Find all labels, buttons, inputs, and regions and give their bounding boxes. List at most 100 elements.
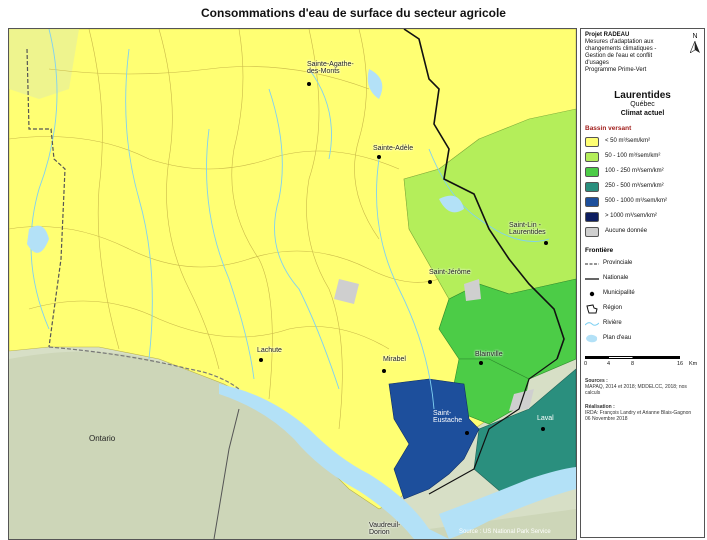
municipality-dot[interactable] [541, 427, 545, 431]
legend-class-label: < 50 m³/sem/km² [605, 138, 651, 144]
scale-bar-graphic [585, 356, 680, 359]
rivers [30, 29, 550, 410]
legend-swatch [585, 166, 599, 177]
satellite-texture [9, 351, 576, 539]
legend-class-label: 50 - 100 m³/sem/km² [605, 153, 661, 159]
legend-frontier-label: Rivière [603, 320, 622, 326]
provincial-line-icon [585, 259, 599, 269]
place-label[interactable]: Laval [537, 415, 554, 422]
place-label[interactable]: Lachute [257, 347, 282, 354]
map-title: Consommations d'eau de surface du secteu… [201, 6, 506, 20]
sources-text: MAPAQ, 2014 et 2018; MDDELCC, 2018; nos … [585, 384, 687, 396]
region-name: Laurentides [614, 90, 671, 101]
legend-swatch [585, 226, 599, 237]
place-label[interactable]: Vaudreuil- Dorion [369, 522, 401, 536]
basin-500-1000 [388, 378, 480, 500]
municipality-dot[interactable] [544, 241, 548, 245]
basin-no-data-1 [334, 279, 359, 304]
legend-class-row: Aucune donnée [585, 224, 700, 239]
legend-class-row: 500 - 1000 m³/sem/km² [585, 194, 700, 209]
legend-river-row: Rivière [585, 316, 700, 331]
municipality-dot[interactable] [382, 369, 386, 373]
legend-class-row: 250 - 500 m³/sem/km² [585, 179, 700, 194]
project-line: Mesures d'adaptation aux [585, 39, 654, 45]
watershed-boundaries [9, 29, 440, 430]
ontario-border [213, 408, 240, 539]
municipality-dot[interactable] [465, 431, 469, 435]
scale-tick: 16 [677, 361, 684, 367]
scenario-name: Climat actuel [620, 110, 665, 117]
region-outline-icon [585, 303, 599, 314]
scale-tick: 4 [607, 361, 611, 367]
legend-frontier-label: Plan d'eau [603, 335, 632, 341]
place-label[interactable]: Saint- Eustache [433, 410, 463, 424]
north-arrow-icon [690, 41, 700, 53]
place-label[interactable]: Blainville [475, 351, 503, 358]
municipality-dot[interactable] [428, 280, 432, 284]
municipality-dot[interactable] [307, 82, 311, 86]
legend-class-label: 250 - 500 m³/sem/km² [605, 183, 664, 189]
map-canvas[interactable]: Sainte-Agathe- des-Monts Sainte-Adèle Sa… [8, 28, 577, 540]
provincial-boundary [26, 48, 66, 348]
legend-swatch [585, 151, 599, 162]
water-body-icon [585, 334, 599, 344]
lake-1 [367, 69, 383, 99]
north-label: N [692, 33, 698, 40]
scale-unit: Km [689, 361, 698, 367]
scale-tick: 0 [584, 361, 588, 367]
map-graphic[interactable] [9, 29, 576, 539]
municipality-dot[interactable] [377, 155, 381, 159]
legend-frontier-label: Municipalité [603, 290, 635, 296]
legend-class-label: Aucune donnée [605, 228, 648, 234]
project-line: Programme Prime-Vert [585, 67, 647, 73]
legend-class-label: 500 - 1000 m³/sem/km² [605, 198, 668, 204]
class-list: < 50 m³/sem/km² 50 - 100 m³/sem/km² 100 … [585, 134, 700, 239]
sources-block: Sources : MAPAQ, 2014 et 2018; MDDELCC, … [585, 378, 700, 396]
legend-frontier-label: Provinciale [603, 260, 633, 266]
region-outline-south [428, 358, 558, 495]
nw-tint [9, 29, 79, 99]
realisation-title: Réalisation : [585, 404, 615, 410]
region-outline [403, 29, 565, 360]
scale-tick: 8 [631, 361, 635, 367]
place-label[interactable]: Sainte-Agathe- des-Monts [307, 61, 354, 75]
realisation-date: 06 Novembre 2018 [585, 416, 628, 422]
legend-class-row: < 50 m³/sem/km² [585, 134, 700, 149]
municipality-dot[interactable] [479, 361, 483, 365]
province-name: Québec [630, 101, 655, 108]
legend-swatch [585, 196, 599, 207]
national-line-icon [585, 274, 599, 284]
scale-bar: 0 4 8 16 Km [584, 354, 700, 370]
place-label[interactable]: Saint-Jérôme [429, 269, 471, 276]
place-label[interactable]: Sainte-Adèle [373, 145, 414, 152]
legend-class-row: 50 - 100 m³/sem/km² [585, 149, 700, 164]
north-arrow: N [690, 33, 700, 53]
legend-provincial-row: Provinciale [585, 256, 700, 271]
project-line: Gestion de l'eau et conflit [585, 53, 653, 59]
place-label[interactable]: Saint-Lin - Laurentides [509, 222, 546, 236]
legend-municipality-row: Municipalité [585, 286, 700, 301]
basin-no-data-2 [464, 279, 481, 301]
frontier-section-title: Frontière [585, 247, 614, 254]
legend-class-label: > 1000 m³/sem/km² [605, 213, 657, 219]
realisation-block: Réalisation : IRDA: François Landry et A… [585, 404, 700, 422]
water-body-st-lawrence [439, 467, 576, 539]
legend-region-row: Région [585, 301, 700, 316]
province-label-ontario: Ontario [89, 434, 116, 443]
water-body-ottawa-river [219, 384, 449, 539]
lake-2 [439, 195, 464, 213]
project-line: d'usages [585, 60, 609, 66]
legend-water-row: Plan d'eau [585, 331, 700, 346]
sources-title: Sources : [585, 378, 608, 384]
legend-swatch [585, 211, 599, 222]
lake-3 [27, 225, 49, 253]
legend-class-row: > 1000 m³/sem/km² [585, 209, 700, 224]
project-title: Projet RADEAU [585, 32, 630, 38]
municipality-dot[interactable] [259, 358, 263, 362]
legend-frontier-label: Région [603, 305, 623, 311]
legend-national-row: Nationale [585, 271, 700, 286]
basin-50-100 [403, 108, 576, 300]
legend-class-row: 100 - 250 m³/sem/km² [585, 164, 700, 179]
place-label[interactable]: Mirabel [383, 356, 406, 363]
river-line-icon [585, 319, 599, 329]
